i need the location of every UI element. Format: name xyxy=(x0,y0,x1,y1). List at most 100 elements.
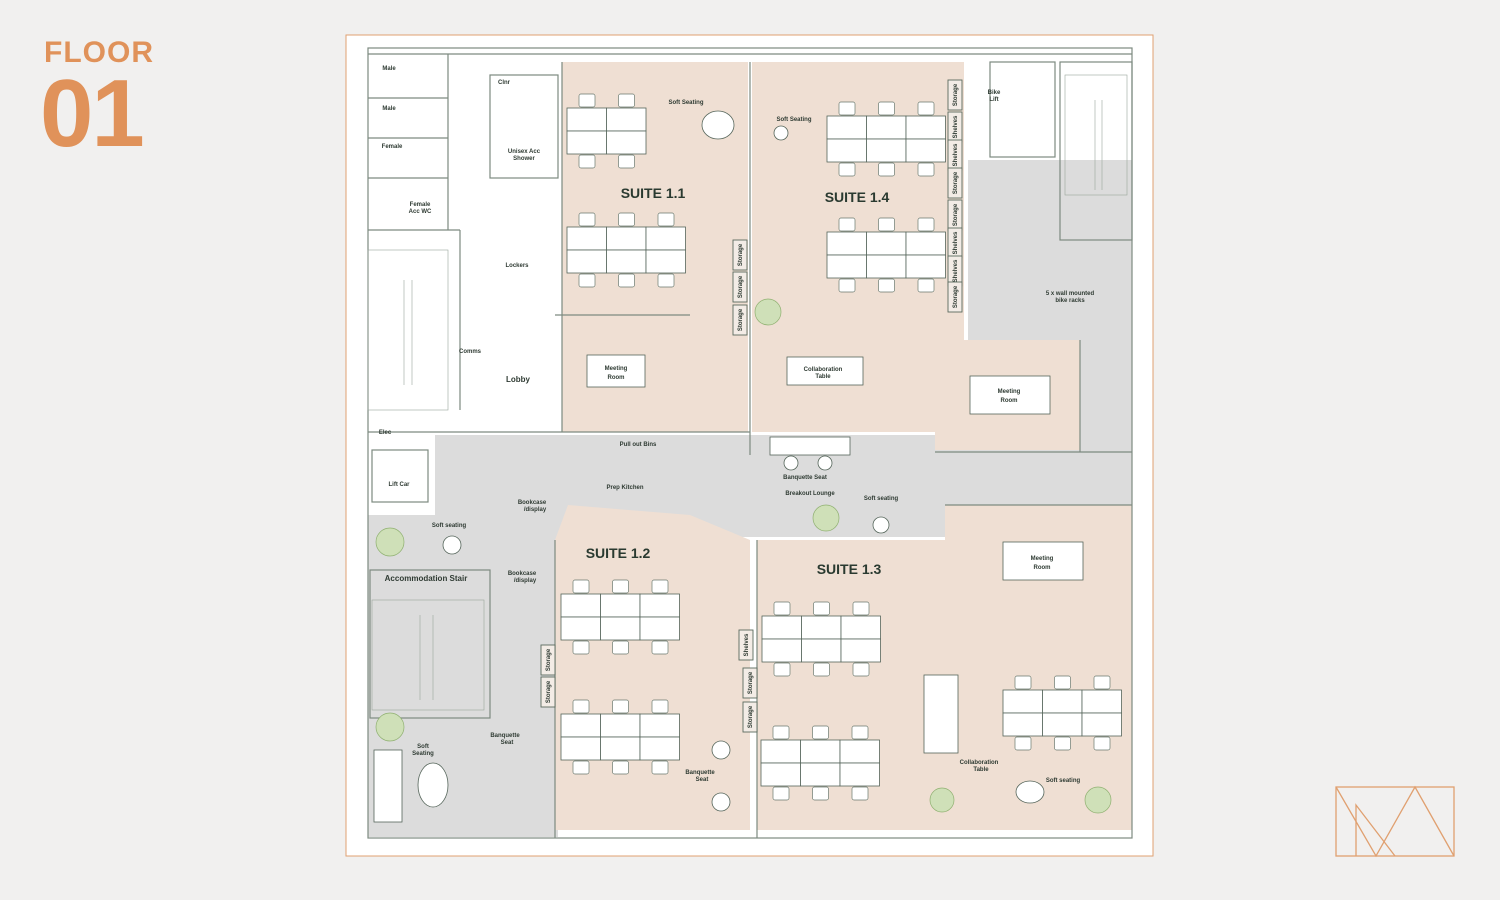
chair xyxy=(572,699,590,714)
furniture-label: Meeting xyxy=(998,389,1021,395)
desk xyxy=(801,638,842,663)
desk xyxy=(600,713,641,738)
chair xyxy=(917,278,935,293)
desk xyxy=(1002,712,1043,737)
storage-unit: Shelves xyxy=(947,255,963,287)
room-label: Male xyxy=(382,106,396,112)
furniture-label: Bookcase xyxy=(518,500,547,506)
room-label: Prep Kitchen xyxy=(606,485,643,491)
suite-1-4-label: SUITE 1.4 xyxy=(825,189,890,205)
storage-label: Storage xyxy=(738,308,744,331)
meeting-table-11 xyxy=(586,354,646,388)
furniture-label: Collaboration xyxy=(804,367,843,373)
chair xyxy=(612,699,629,714)
furniture-label: Bookcase xyxy=(508,571,537,577)
floor-number: 01 xyxy=(40,60,145,167)
chair xyxy=(852,601,870,616)
meeting-table-13 xyxy=(1002,541,1084,581)
chair xyxy=(838,217,856,232)
desk-clusters xyxy=(560,93,1122,801)
desk xyxy=(905,138,946,163)
room-label: bike racks xyxy=(1055,298,1085,304)
plants xyxy=(375,298,1112,814)
chair xyxy=(578,212,596,227)
storage-label: Storage xyxy=(546,680,552,703)
storage-unit: Storage xyxy=(540,644,556,676)
chair xyxy=(578,273,596,288)
chair xyxy=(651,699,669,714)
desk-cluster xyxy=(1002,675,1122,751)
desk xyxy=(566,249,607,274)
suite-1-2-label: SUITE 1.2 xyxy=(586,545,651,561)
room-label: Bike xyxy=(988,90,1001,96)
desk xyxy=(866,231,907,256)
desk xyxy=(600,616,641,641)
storage-unit: Storage xyxy=(947,199,963,231)
chair xyxy=(657,212,675,227)
desk xyxy=(566,226,607,251)
plant-icon xyxy=(375,712,405,742)
desk xyxy=(606,107,647,132)
room-label: Pull out Bins xyxy=(620,442,657,448)
chair xyxy=(917,101,935,116)
chair xyxy=(572,640,590,655)
desk-cluster xyxy=(566,212,686,288)
desk xyxy=(1042,712,1083,737)
chair xyxy=(813,601,830,616)
desk xyxy=(560,736,601,761)
storage-label: Storage xyxy=(953,285,959,308)
chair xyxy=(618,93,635,108)
chair xyxy=(651,579,669,594)
desk xyxy=(826,138,867,163)
room-label: Comms xyxy=(459,349,482,355)
chair xyxy=(657,273,675,288)
storage-units: StorageShelvesShelvesStorageStorageShelv… xyxy=(540,79,963,733)
banquette-center xyxy=(769,436,851,456)
furniture-label: Soft Seating xyxy=(776,117,811,123)
desk-cluster xyxy=(826,101,946,177)
desk xyxy=(566,107,607,132)
furniture-label: Seat xyxy=(696,777,709,783)
desk xyxy=(801,615,842,640)
furniture-label: Room xyxy=(1034,565,1051,571)
desk xyxy=(606,226,647,251)
suite-1-3-label: SUITE 1.3 xyxy=(817,561,882,577)
desk xyxy=(606,130,647,155)
room-label: Female xyxy=(410,202,431,208)
collab-table-14 xyxy=(786,356,864,386)
mw-logo xyxy=(1335,785,1455,858)
desk xyxy=(839,739,880,764)
coffee-table-sw xyxy=(417,762,449,808)
storage-label: Shelves xyxy=(953,143,959,166)
storage-unit: Storage xyxy=(947,167,963,199)
desk xyxy=(606,249,647,274)
chair xyxy=(878,101,895,116)
storage-unit: Shelves xyxy=(947,111,963,143)
chair xyxy=(813,662,830,677)
storage-unit: Storage xyxy=(540,676,556,708)
room-label: Lift xyxy=(989,97,998,103)
desk xyxy=(760,739,801,764)
desk xyxy=(560,593,601,618)
furniture-label: Table xyxy=(973,767,989,773)
desk xyxy=(560,713,601,738)
desk-cluster xyxy=(560,579,680,655)
tables-static xyxy=(373,110,1084,823)
storage-label: Storage xyxy=(953,203,959,226)
chair xyxy=(773,601,791,616)
chair xyxy=(618,154,635,169)
storage-label: Storage xyxy=(953,83,959,106)
desk xyxy=(566,130,607,155)
room-label: Accommodation Stair xyxy=(385,574,468,583)
desk xyxy=(645,226,686,251)
desk xyxy=(1002,689,1043,714)
storage-label: Shelves xyxy=(953,231,959,254)
desk xyxy=(560,616,601,641)
storage-unit: Storage xyxy=(742,701,758,733)
storage-label: Storage xyxy=(738,243,744,266)
chair xyxy=(572,760,590,775)
chair xyxy=(852,662,870,677)
storage-unit: Storage xyxy=(732,271,748,303)
labels: SUITE 1.1 SUITE 1.4 SUITE 1.2 SUITE 1.3 … xyxy=(379,66,1095,784)
